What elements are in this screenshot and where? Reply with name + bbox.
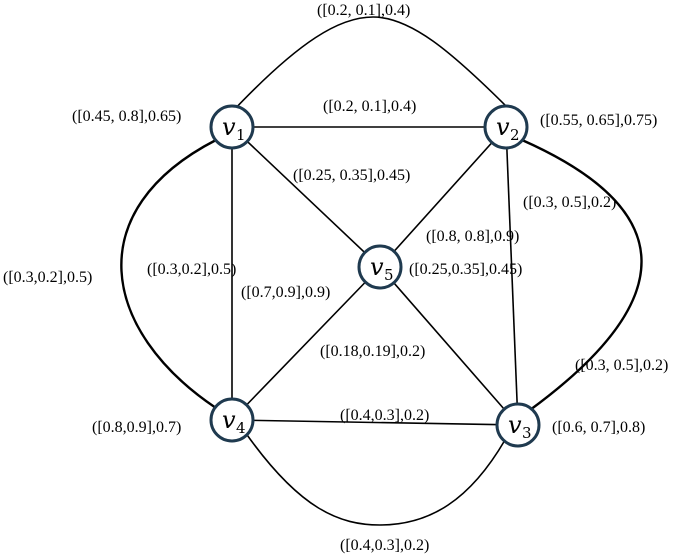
edge-v2-v3-outer (521, 138, 643, 411)
node-v1-value: ([0.45, 0.8],0.65) (72, 108, 181, 125)
node-v1: v 1 (209, 104, 255, 150)
edge-v2-v5-label: ([0.8, 0.8],0.9) (426, 228, 519, 245)
edge-v2-v3 (505, 126, 519, 426)
node-v3-subscript: 3 (522, 424, 532, 442)
edge-v1-v5-label: ([0.25, 0.35],0.45) (293, 167, 410, 184)
node-v1-symbol: v (222, 113, 236, 141)
edge-v1-v4-outer-label: ([0.3,0.2],0.5) (3, 269, 92, 286)
node-v2-symbol: v (496, 113, 510, 141)
node-v1-subscript: 1 (236, 126, 246, 144)
node-v5: v 5 (357, 244, 403, 290)
node-v4-subscript: 4 (236, 419, 246, 437)
edge-v1-v2-label: ([0.2, 0.1],0.4) (323, 98, 416, 115)
edge-v1-v2-outer-label: ([0.2, 0.1],0.4) (317, 2, 410, 19)
node-v4-value: ([0.8,0.9],0.7) (92, 419, 181, 436)
node-v3: v 3 (495, 402, 541, 448)
edge-v2-v3-label: ([0.3, 0.5],0.2) (523, 194, 616, 211)
node-v5-value: ([0.25,0.35],0.45) (409, 261, 522, 278)
node-v4-symbol: v (222, 406, 236, 434)
node-v2-subscript: 2 (510, 126, 520, 144)
edge-v3-v4-outer (244, 431, 506, 526)
node-v2: v 2 (483, 104, 529, 150)
node-v2-value: ([0.55, 0.65],0.75) (540, 112, 657, 129)
edge-v2-v3-outer-label: ([0.3, 0.5],0.2) (575, 357, 668, 374)
edge-v1-v5 (231, 126, 381, 268)
edge-v4-v5-label: ([0.7,0.9],0.9) (241, 284, 330, 301)
node-v4: v 4 (209, 397, 255, 443)
edge-v3-v5-label: ([0.18,0.19],0.2) (320, 343, 425, 360)
edge-v1-v4-outer (120, 138, 217, 409)
edge-v3-v4-label: ([0.4,0.3],0.2) (340, 407, 429, 424)
edge-v4-v5 (231, 266, 381, 421)
edge-v3-v4-outer-label: ([0.4,0.3],0.2) (340, 537, 429, 554)
node-v5-symbol: v (370, 253, 384, 281)
edge-v2-v5 (379, 126, 507, 268)
edge-v1-v2-outer (230, 16, 511, 114)
node-v3-symbol: v (508, 411, 522, 439)
edge-v3-v4 (231, 419, 519, 426)
node-v5-subscript: 5 (384, 266, 394, 284)
edge-v1-v4-label: ([0.3,0.2],0.5) (147, 261, 236, 278)
node-v3-value: ([0.6, 0.7],0.8) (552, 419, 645, 436)
edge-v3-v5 (379, 266, 519, 426)
